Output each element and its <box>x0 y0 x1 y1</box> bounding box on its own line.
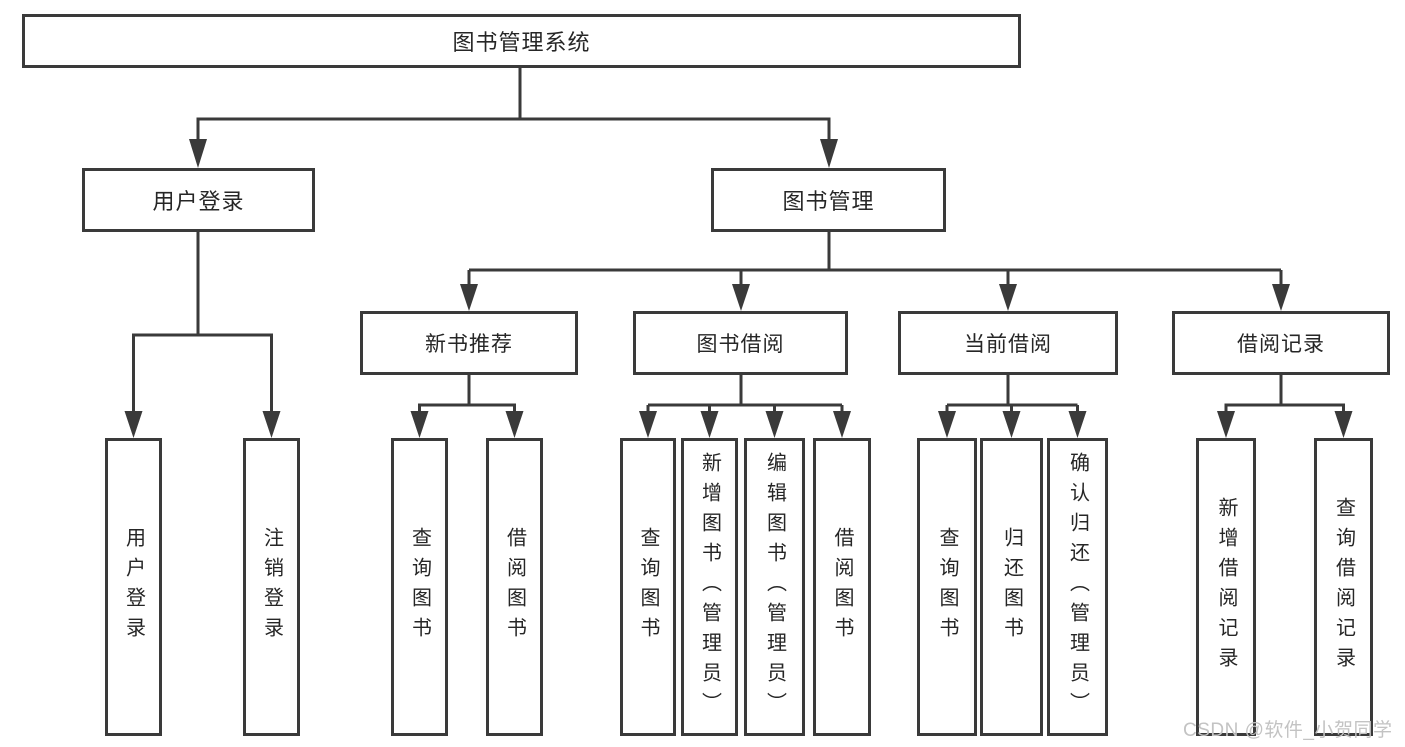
leaf-query-books-recommend: 查询图书 <box>391 438 448 736</box>
node-current-borrowing-label: 当前借阅 <box>964 333 1052 356</box>
leaf-add-borrow-record-label: 新增借阅记录 <box>1215 497 1237 677</box>
arrow-down-icon <box>410 411 429 438</box>
leaf-logout-label: 注销登录 <box>260 527 283 647</box>
leaf-return-books: 归还图书 <box>980 438 1043 736</box>
connector-borrow-records-children <box>1224 375 1345 413</box>
leaf-add-borrow-record: 新增借阅记录 <box>1196 438 1256 736</box>
connector-current-borrowing-children <box>945 375 1079 413</box>
arrow-down-icon <box>1334 411 1353 438</box>
arrow-down-icon <box>938 411 956 438</box>
leaf-logout: 注销登录 <box>243 438 300 736</box>
leaf-query-borrow-record: 查询借阅记录 <box>1314 438 1373 736</box>
leaf-query-books-borrowing: 查询图书 <box>620 438 676 736</box>
connector-root-to-level2 <box>196 68 831 141</box>
arrow-down-icon <box>189 139 207 168</box>
leaf-query-books-recommend-label: 查询图书 <box>408 527 431 647</box>
arrow-down-icon <box>262 411 281 438</box>
connector-new-book-children <box>418 375 516 413</box>
node-user-login-label: 用户登录 <box>152 189 245 214</box>
arrow-down-icon <box>700 411 719 438</box>
arrow-down-icon <box>732 284 750 311</box>
leaf-add-books-admin: 新增图书（管理员） <box>681 438 738 736</box>
leaf-query-books-borrowing-label: 查询图书 <box>637 527 659 647</box>
leaf-edit-books-admin-label: 编辑图书（管理员） <box>763 452 786 722</box>
leaf-query-borrow-record-label: 查询借阅记录 <box>1332 497 1355 677</box>
node-current-borrowing: 当前借阅 <box>898 311 1118 375</box>
node-book-borrowing: 图书借阅 <box>633 311 848 375</box>
connector-paths <box>132 68 1345 413</box>
node-book-management: 图书管理 <box>711 168 946 232</box>
leaf-add-books-admin-label: 新增图书（管理员） <box>698 452 721 722</box>
leaf-confirm-return-admin: 确认归还（管理员） <box>1047 438 1108 736</box>
node-library-system: 图书管理系统 <box>22 14 1021 68</box>
node-user-login: 用户登录 <box>82 168 315 232</box>
arrow-down-icon <box>1217 411 1235 438</box>
node-borrow-records-label: 借阅记录 <box>1237 333 1325 356</box>
leaf-confirm-return-admin-label: 确认归还（管理员） <box>1066 452 1089 722</box>
arrow-down-icon <box>833 411 851 438</box>
leaf-borrow-books-borrowing: 借阅图书 <box>813 438 871 736</box>
node-borrow-records: 借阅记录 <box>1172 311 1390 375</box>
arrow-down-icon <box>1002 411 1021 438</box>
leaf-user-login: 用户登录 <box>105 438 162 736</box>
arrow-down-icon <box>1068 411 1087 438</box>
leaf-borrow-books-borrowing-label: 借阅图书 <box>831 527 853 647</box>
node-book-borrowing-label: 图书借阅 <box>696 333 785 356</box>
node-new-book-recommend: 新书推荐 <box>360 311 578 375</box>
leaf-return-books-label: 归还图书 <box>1000 527 1023 647</box>
leaf-borrow-books-recommend-label: 借阅图书 <box>503 527 526 647</box>
csdn-watermark: CSDN @软件_小贺同学 <box>1183 720 1393 741</box>
arrow-down-icon <box>124 411 143 438</box>
arrow-down-icon <box>999 284 1017 311</box>
leaf-borrow-books-recommend: 借阅图书 <box>486 438 543 736</box>
arrow-down-icon <box>765 411 784 438</box>
arrow-down-icon <box>639 411 657 438</box>
arrowheads <box>124 139 1353 438</box>
node-new-book-recommend-label: 新书推荐 <box>425 333 513 356</box>
arrow-down-icon <box>820 139 838 168</box>
leaf-query-books-current: 查询图书 <box>917 438 977 736</box>
leaf-query-books-current-label: 查询图书 <box>936 527 958 647</box>
connector-user-login-children <box>132 232 273 413</box>
node-library-system-label: 图书管理系统 <box>452 30 591 55</box>
arrow-down-icon <box>505 411 524 438</box>
arrow-down-icon <box>1272 284 1290 311</box>
node-book-management-label: 图书管理 <box>782 189 875 214</box>
leaf-edit-books-admin: 编辑图书（管理员） <box>744 438 805 736</box>
connector-book-borrowing-children <box>646 375 844 413</box>
arrow-down-icon <box>460 284 478 311</box>
leaf-user-login-label: 用户登录 <box>122 527 145 647</box>
connector-book-mgmt-children <box>467 232 1283 286</box>
